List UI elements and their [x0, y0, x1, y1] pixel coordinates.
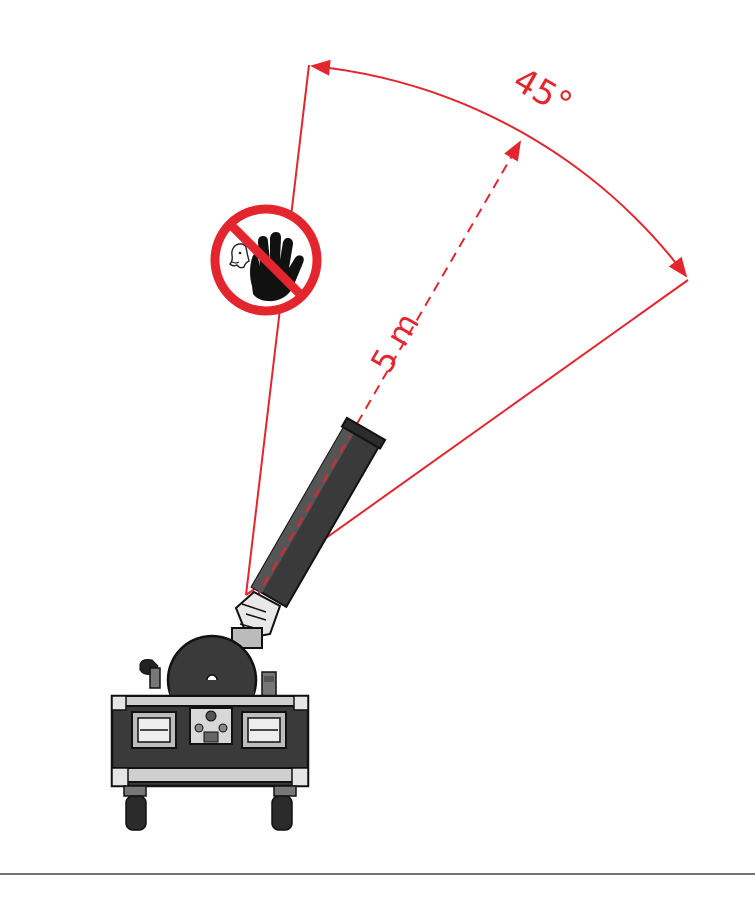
angle-arc — [310, 59, 688, 278]
no-touching-hand-icon — [210, 204, 322, 316]
caster-right — [271, 785, 297, 831]
angle-label: 45° — [506, 60, 578, 125]
cone-left-edge — [245, 64, 310, 596]
cannon-barrel — [250, 416, 387, 609]
adjust-knob-left — [139, 659, 161, 689]
case-handle-left — [131, 711, 177, 749]
distance-label: 5 m — [363, 306, 427, 378]
caster-left — [123, 785, 147, 831]
adjust-knob-right — [261, 671, 277, 697]
barrel-clamp — [231, 590, 282, 649]
control-panel — [189, 707, 233, 745]
case-handle-right — [241, 711, 287, 749]
